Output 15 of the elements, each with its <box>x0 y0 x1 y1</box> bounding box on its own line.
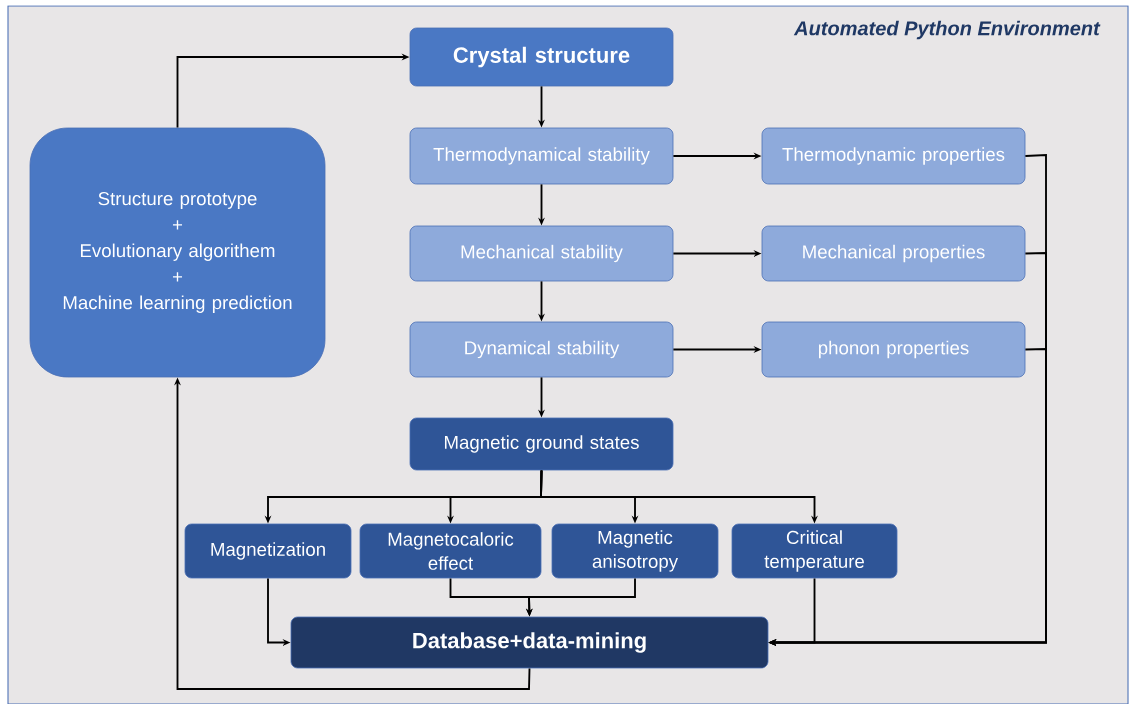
property-box: Thermodynamic properties <box>761 127 1026 185</box>
property-box: Critical temperature <box>731 523 898 579</box>
process-box: Dynamical stability <box>409 321 674 378</box>
database-box: Database+data-mining <box>290 616 769 669</box>
property-box: Mechanical properties <box>761 225 1026 282</box>
process-box: Mechanical stability <box>409 225 674 282</box>
method-box: Structure prototype + Evolutionary algorithem + Machine learning prediction <box>29 127 326 378</box>
process-box: Thermodynamical stability <box>409 127 674 185</box>
property-box: Magnetic anisotropy <box>551 523 719 579</box>
property-box: Magnetocaloric effect <box>359 523 542 579</box>
process-box: Crystal structure <box>409 27 674 87</box>
environment-label: Automated Python Environment <box>793 20 1101 40</box>
process-box: Magnetic ground states <box>409 417 674 471</box>
property-box: Magnetization <box>184 523 352 579</box>
property-box: phonon properties <box>761 321 1026 378</box>
